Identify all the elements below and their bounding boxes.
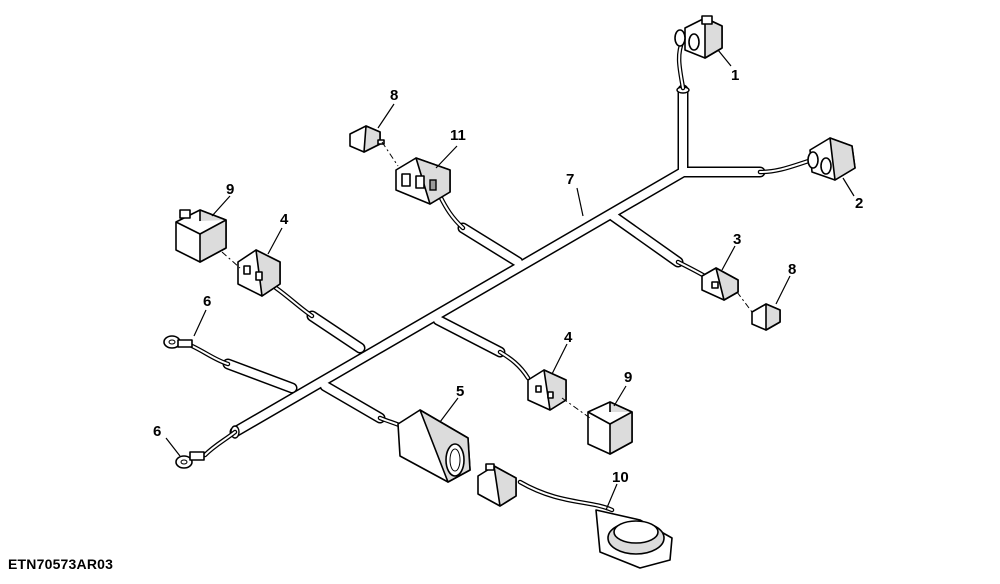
callout-7: 7 [566, 171, 574, 188]
callout-4-middle: 4 [564, 329, 573, 346]
relay-socket-4-upper [237, 249, 281, 297]
callout-9-lower: 9 [624, 369, 632, 386]
figure-reference-id: ETN70573AR03 [8, 556, 114, 572]
wiring-harness-7 [222, 84, 766, 439]
callout-leaders [165, 49, 855, 511]
connector-5 [397, 409, 471, 483]
callout-labels: 1 2 3 4 4 5 6 6 7 8 8 9 9 10 11 [153, 67, 863, 486]
connector-3 [701, 267, 739, 301]
callout-2: 2 [855, 195, 863, 212]
callout-9-upper: 9 [226, 181, 234, 198]
callout-5: 5 [456, 383, 464, 400]
relay-9-upper [175, 209, 227, 263]
wire-leads [189, 37, 815, 513]
relay-socket-4-middle [527, 369, 567, 411]
plug-8-upper [349, 125, 385, 153]
relay-9-lower [587, 401, 633, 455]
callout-10: 10 [612, 469, 629, 486]
callout-3: 3 [733, 231, 741, 248]
callout-4-upper: 4 [280, 211, 289, 228]
sensor-10 [595, 509, 673, 569]
connector-2 [807, 137, 856, 181]
callout-1: 1 [731, 67, 739, 84]
connector-11 [395, 157, 451, 205]
callout-11: 11 [450, 127, 466, 144]
connector-10-plug [477, 463, 517, 507]
callout-6-upper: 6 [203, 293, 211, 310]
ring-terminal-6-upper [163, 335, 193, 349]
ring-terminal-6-lower [175, 451, 205, 469]
callout-6-lower: 6 [153, 423, 161, 440]
alignment-lines [221, 141, 753, 419]
callout-8-lower: 8 [788, 261, 796, 278]
plug-8-lower [751, 303, 781, 331]
callout-8-upper: 8 [390, 87, 398, 104]
connector-1 [674, 15, 723, 59]
